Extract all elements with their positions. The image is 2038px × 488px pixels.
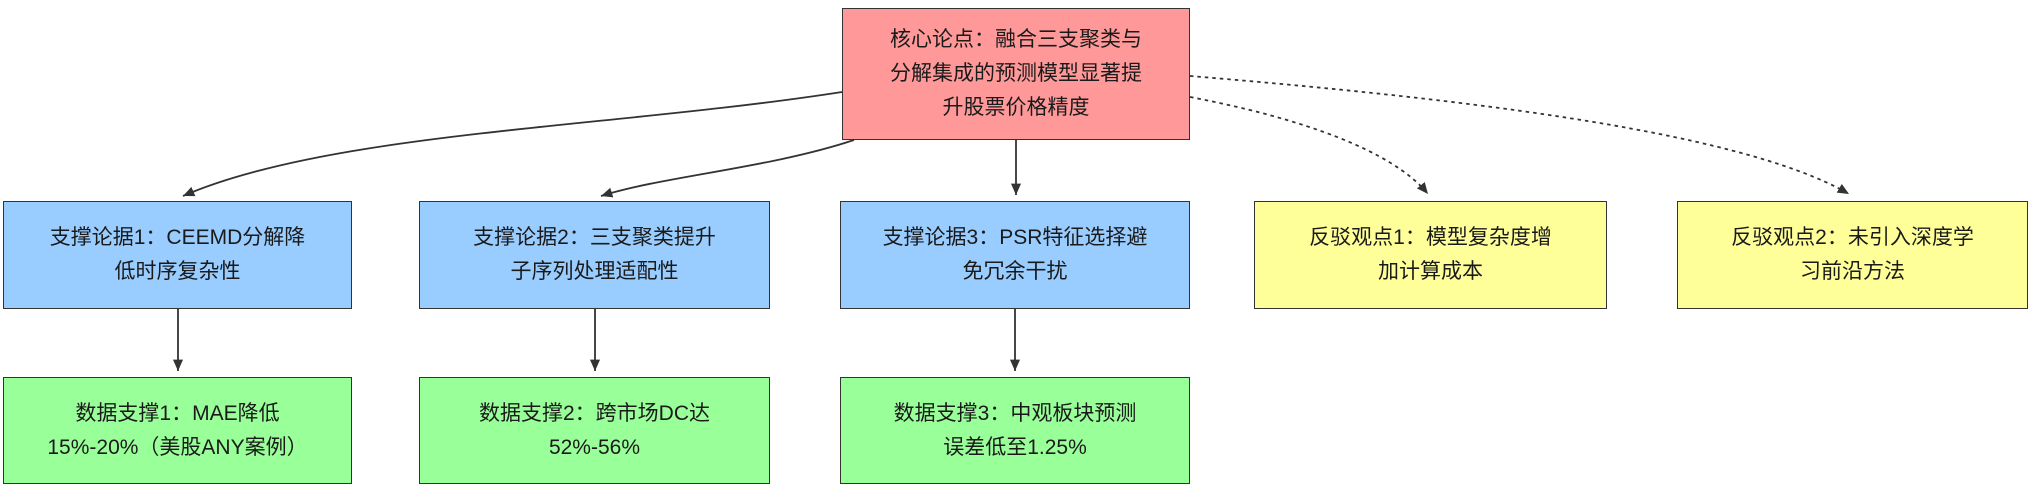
node-data-evidence-1: 数据支撑1：MAE降低 15%-20%（美股ANY案例） — [3, 377, 352, 484]
edge-core-to-rebuttal1 — [1189, 96, 1429, 195]
node-supporting-argument-2: 支撑论据2：三支聚类提升 子序列处理适配性 — [419, 201, 770, 309]
edge-core-to-rebuttal2 — [1189, 75, 1850, 195]
node-data-evidence-2: 数据支撑2：跨市场DC达 52%-56% — [419, 377, 770, 484]
node-supporting-argument-1: 支撑论据1：CEEMD分解降 低时序复杂性 — [3, 201, 352, 309]
edge-core-to-support1 — [182, 91, 843, 197]
node-core-thesis: 核心论点：融合三支聚类与 分解集成的预测模型显著提 升股票价格精度 — [842, 8, 1190, 140]
node-counter-argument-1: 反驳观点1：模型复杂度增 加计算成本 — [1254, 201, 1607, 309]
node-supporting-argument-3: 支撑论据3：PSR特征选择避 免冗余干扰 — [840, 201, 1190, 309]
node-counter-argument-2: 反驳观点2：未引入深度学 习前沿方法 — [1677, 201, 2028, 309]
node-data-evidence-3: 数据支撑3：中观板块预测 误差低至1.25% — [840, 377, 1190, 484]
edge-core-to-support2 — [600, 139, 855, 198]
